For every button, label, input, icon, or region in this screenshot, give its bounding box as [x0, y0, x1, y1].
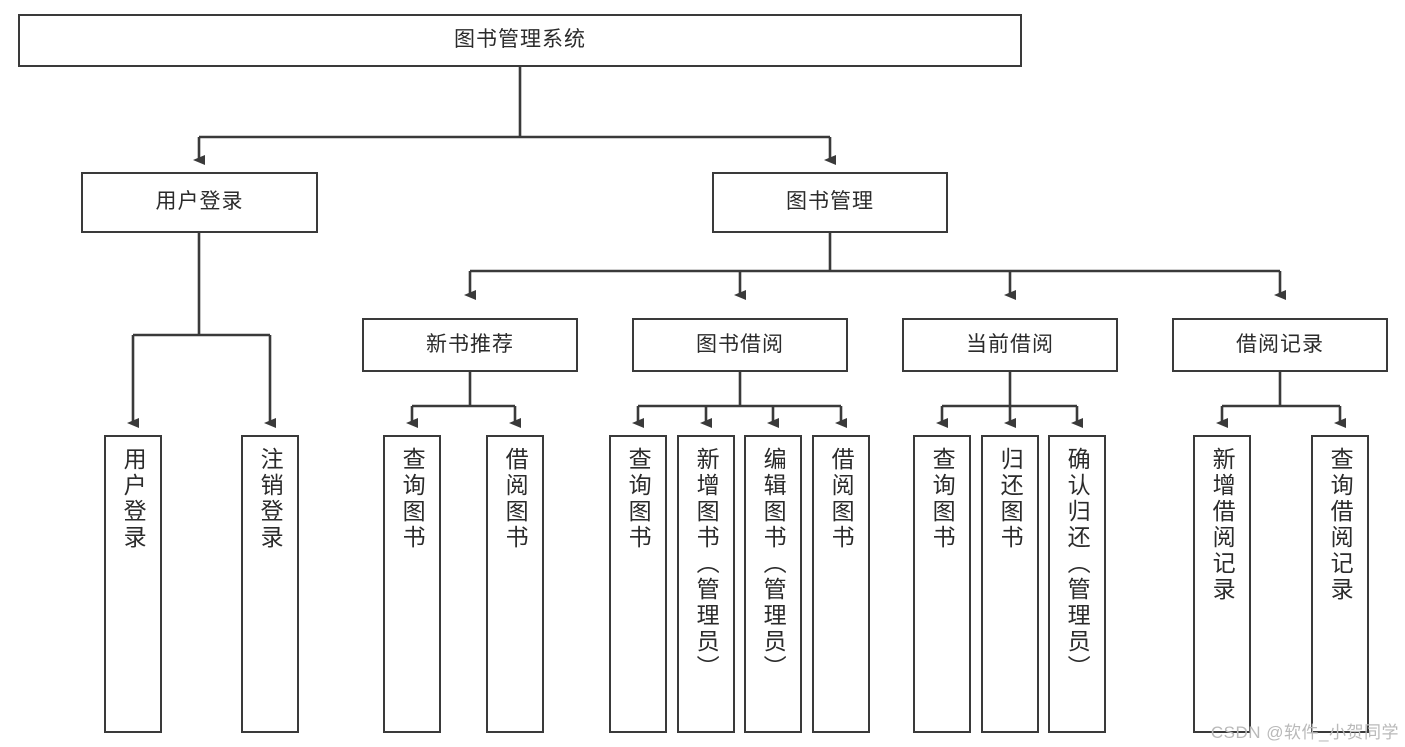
node-label: 查询图书: [929, 447, 956, 551]
node-label: 查询图书: [625, 447, 652, 551]
node-label: 归还图书: [997, 447, 1024, 551]
node-book-management[interactable]: 图书管理: [712, 172, 948, 233]
node-root-book-management-system[interactable]: 图书管理系统: [18, 14, 1022, 67]
node-label: 当前借阅: [966, 332, 1054, 356]
node-label: 用户登录: [120, 447, 147, 551]
leaf-user-login[interactable]: 用户登录: [104, 435, 162, 733]
node-label: 图书管理系统: [454, 28, 586, 52]
leaf-logout[interactable]: 注销登录: [241, 435, 299, 733]
node-borrow-records[interactable]: 借阅记录: [1172, 318, 1388, 372]
node-current-borrowing[interactable]: 当前借阅: [902, 318, 1118, 372]
node-label: 新增图书（管理员）: [693, 447, 720, 681]
node-label: 借阅记录: [1236, 332, 1324, 356]
node-new-book-recommendation[interactable]: 新书推荐: [362, 318, 578, 372]
leaf-borrow-books-recommendation[interactable]: 借阅图书: [486, 435, 544, 733]
node-label: 新书推荐: [426, 332, 514, 356]
node-label: 确认归还（管理员）: [1064, 447, 1091, 681]
leaf-borrow-books-borrowing[interactable]: 借阅图书: [812, 435, 870, 733]
node-label: 借阅图书: [502, 447, 529, 551]
leaf-add-borrow-record[interactable]: 新增借阅记录: [1193, 435, 1251, 733]
node-label: 借阅图书: [828, 447, 855, 551]
leaf-query-borrow-record[interactable]: 查询借阅记录: [1311, 435, 1369, 733]
leaf-return-books[interactable]: 归还图书: [981, 435, 1039, 733]
node-user-login[interactable]: 用户登录: [81, 172, 318, 233]
node-label: 图书管理: [786, 190, 874, 214]
leaf-add-book-admin[interactable]: 新增图书（管理员）: [677, 435, 735, 733]
node-label: 用户登录: [155, 190, 244, 214]
node-book-borrowing[interactable]: 图书借阅: [632, 318, 848, 372]
leaf-query-books-recommendation[interactable]: 查询图书: [383, 435, 441, 733]
node-label: 查询图书: [399, 447, 426, 551]
node-label: 新增借阅记录: [1209, 447, 1236, 603]
leaf-query-books-current[interactable]: 查询图书: [913, 435, 971, 733]
node-label: 编辑图书（管理员）: [760, 447, 787, 681]
watermark: CSDN @软件_小贺同学: [1210, 723, 1399, 742]
leaf-query-books-borrowing[interactable]: 查询图书: [609, 435, 667, 733]
node-label: 图书借阅: [696, 332, 784, 356]
node-label: 查询借阅记录: [1327, 447, 1354, 603]
leaf-confirm-return-admin[interactable]: 确认归还（管理员）: [1048, 435, 1106, 733]
node-label: 注销登录: [257, 447, 284, 551]
leaf-edit-book-admin[interactable]: 编辑图书（管理员）: [744, 435, 802, 733]
